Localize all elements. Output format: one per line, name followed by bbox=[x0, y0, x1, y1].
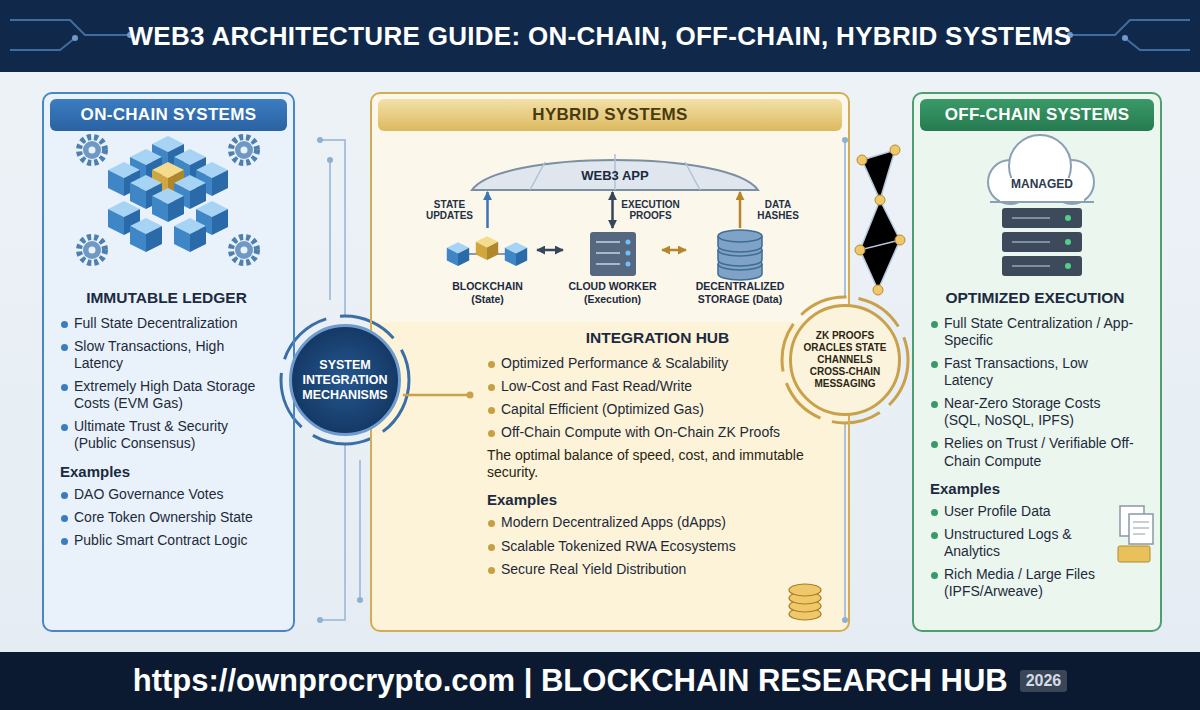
bullet-item: DAO Governance Votes bbox=[60, 486, 273, 503]
edge-label: EXECUTION PROOFS bbox=[618, 199, 684, 222]
diagram-title: WEB3 ARCHITECTURE GUIDE: ON-CHAIN, OFF-C… bbox=[0, 0, 1200, 72]
bullet-item: Secure Real Yield Distribution bbox=[487, 561, 828, 578]
bullet-item: Relies on Trust / Verifiable Off-Chain C… bbox=[930, 435, 1140, 469]
examples-heading: Examples bbox=[60, 463, 273, 480]
connector-arrow bbox=[611, 192, 614, 228]
examples-heading: Examples bbox=[487, 491, 828, 508]
connector-arrow bbox=[486, 192, 489, 228]
year-badge: 2026 bbox=[1020, 670, 1068, 692]
bullet-item: Core Token Ownership State bbox=[60, 509, 273, 526]
panel-body: OPTIMIZED EXECUTION Full State Centraliza… bbox=[914, 289, 1160, 600]
bullet-item: Off-Chain Compute with On-Chain ZK Proof… bbox=[487, 424, 828, 441]
node-label: ZK PROOFS ORACLES STATE CHANNELS CROSS-C… bbox=[801, 330, 889, 390]
panel-body: IMMUTABLE LEDGER Full State Decentralizat… bbox=[44, 289, 293, 549]
node-label: WEB3 APP bbox=[470, 148, 760, 183]
node-label: CLOUD WORKER (Execution) bbox=[565, 280, 660, 305]
connector-arrow bbox=[739, 192, 742, 228]
system-panel: OFF-CHAIN SYSTEMS OPTIMIZED EXECUTION Full… bbox=[912, 92, 1162, 632]
bullet-item: Rich Media / Large Files (IPFS/Arweave) bbox=[930, 566, 1140, 600]
bullet-item: Slow Transactions, High Latency bbox=[60, 338, 273, 372]
spacer bbox=[44, 131, 293, 289]
bullet-item: Capital Efficient (Optimized Gas) bbox=[487, 401, 828, 418]
hub-circle: SYSTEM INTEGRATION MECHANISMS bbox=[289, 324, 401, 436]
panel-header: HYBRID SYSTEMS bbox=[378, 99, 842, 131]
bullet-item: Near-Zero Storage Costs (SQL, NoSQL, IPF… bbox=[930, 395, 1140, 429]
bullet-item: Full State Decentralization bbox=[60, 315, 273, 332]
node-label: SYSTEM INTEGRATION MECHANISMS bbox=[299, 358, 391, 403]
bullet-item: Unstructured Logs & Analytics bbox=[930, 526, 1140, 560]
edge-label: DATA HASHES bbox=[745, 199, 811, 222]
system-panel: ON-CHAIN SYSTEMS IMMUTABLE LEDGER Full Sta… bbox=[42, 92, 295, 632]
panel-body: INTEGRATION HUB Optimized Performance & S… bbox=[372, 329, 848, 578]
connector-arrow bbox=[537, 249, 563, 252]
bullet-item: Low-Cost and Fast Read/Write bbox=[487, 378, 828, 395]
bullet-item: Ultimate Trust & Security (Public Consen… bbox=[60, 418, 273, 452]
panel-subtitle: OPTIMIZED EXECUTION bbox=[930, 289, 1140, 307]
edge-label: STATE UPDATES bbox=[417, 199, 483, 222]
bullet-item: Optimized Performance & Scalability bbox=[487, 355, 828, 372]
app-umbrella: WEB3 APP bbox=[470, 148, 760, 192]
bullet-item: Full State Centralization / App-Specific bbox=[930, 315, 1140, 349]
caption: https://ownprocrypto.com | BLOCKCHAIN RE… bbox=[133, 663, 1008, 699]
examples-heading: Examples bbox=[930, 480, 1140, 497]
bullet-item: User Profile Data bbox=[930, 503, 1140, 520]
hub-circle: ZK PROOFS ORACLES STATE CHANNELS CROSS-C… bbox=[789, 304, 901, 416]
bullet-item: Public Smart Contract Logic bbox=[60, 532, 273, 549]
bullet-item: Extremely High Data Storage Costs (EVM G… bbox=[60, 378, 273, 412]
icon-label: MANAGED bbox=[1011, 177, 1073, 191]
spacer bbox=[914, 131, 1160, 289]
footer-bar: https://ownprocrypto.com | BLOCKCHAIN RE… bbox=[0, 652, 1200, 710]
node-label: DECENTRALIZED STORAGE (Data) bbox=[688, 280, 792, 305]
summary-note: The optimal balance of speed, cost, and … bbox=[487, 447, 828, 481]
panel-header: OFF-CHAIN SYSTEMS bbox=[920, 99, 1154, 131]
component-node: DECENTRALIZED STORAGE (Data) bbox=[688, 228, 792, 305]
bullet-item: Modern Decentralized Apps (dApps) bbox=[487, 514, 828, 531]
panel-subtitle: IMMUTABLE LEDGER bbox=[60, 289, 273, 307]
component-node: BLOCKCHAIN (State) bbox=[440, 228, 535, 305]
component-node: CLOUD WORKER (Execution) bbox=[565, 228, 660, 305]
node-label: BLOCKCHAIN (State) bbox=[440, 280, 535, 305]
connector-arrow bbox=[662, 249, 686, 252]
bullet-item: Fast Transactions, Low Latency bbox=[930, 355, 1140, 389]
panel-header: ON-CHAIN SYSTEMS bbox=[50, 99, 287, 131]
bullet-item: Scalable Tokenized RWA Ecosystems bbox=[487, 538, 828, 555]
system-panel: HYBRID SYSTEMS INTEGRATION HUB Optimized P… bbox=[370, 92, 850, 632]
panel-subtitle: INTEGRATION HUB bbox=[487, 329, 828, 347]
